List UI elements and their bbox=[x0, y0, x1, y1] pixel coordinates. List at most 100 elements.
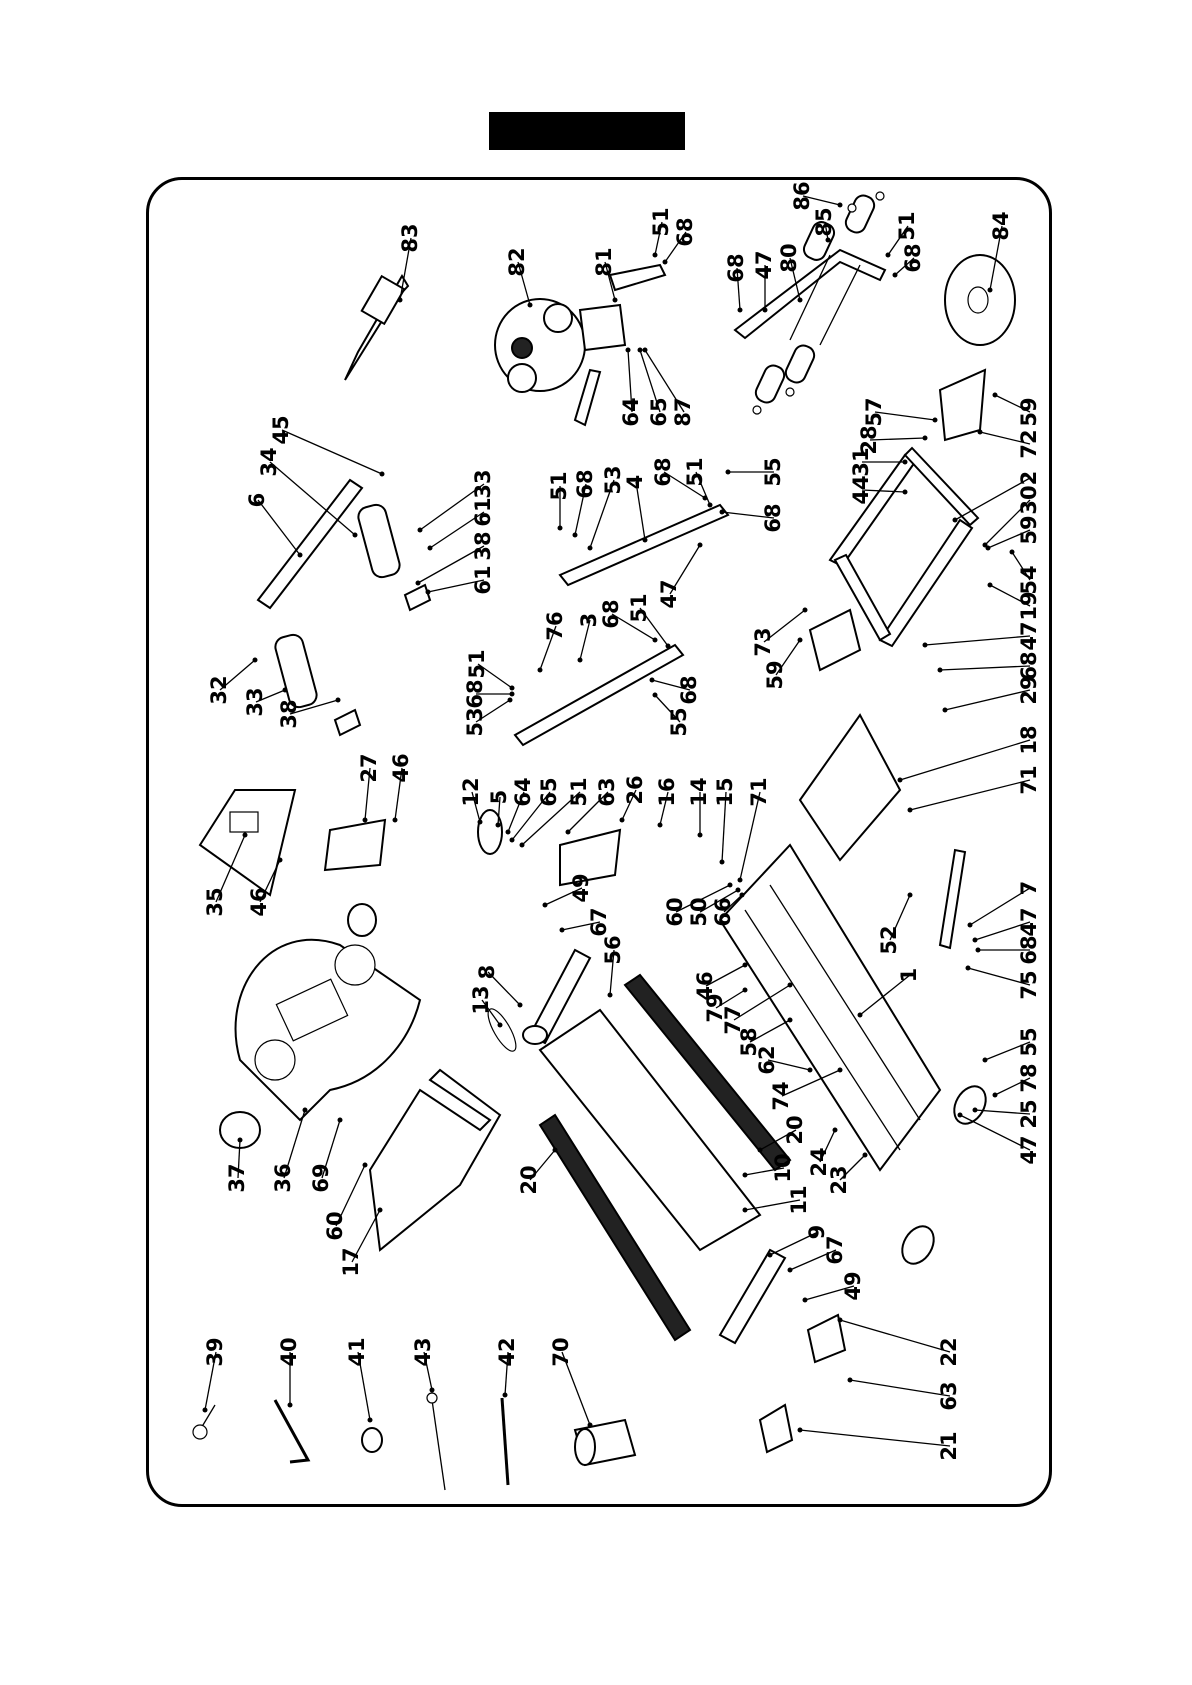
leader-line-38 bbox=[289, 699, 339, 715]
leader-line-68 bbox=[939, 665, 1031, 671]
part-label-32: 32 bbox=[207, 675, 231, 704]
part-label-68: 68 bbox=[901, 243, 925, 272]
leader-end-68 bbox=[737, 307, 743, 313]
leader-end-1 bbox=[857, 1012, 863, 1018]
part-label-60: 60 bbox=[663, 897, 687, 926]
leader-end-80 bbox=[797, 297, 803, 303]
leader-line-47 bbox=[959, 1114, 1031, 1151]
leader-end-58 bbox=[787, 1017, 793, 1023]
leader-line-68 bbox=[611, 613, 656, 641]
part-label-29: 29 bbox=[1017, 675, 1041, 704]
leader-line-86 bbox=[802, 195, 841, 206]
leader-end-24 bbox=[832, 1127, 838, 1133]
leader-end-26 bbox=[619, 817, 625, 823]
part-label-47: 47 bbox=[1017, 907, 1041, 936]
leader-end-84 bbox=[987, 287, 993, 293]
leader-end-83 bbox=[397, 297, 403, 303]
leader-line-36 bbox=[283, 1109, 306, 1179]
leader-end-68 bbox=[509, 691, 515, 697]
leader-end-12 bbox=[477, 819, 483, 825]
part-label-68: 68 bbox=[673, 217, 697, 246]
leader-end-21 bbox=[797, 1427, 803, 1433]
part-label-72: 72 bbox=[1017, 429, 1041, 458]
leader-end-18 bbox=[897, 777, 903, 783]
leader-end-75 bbox=[965, 965, 971, 971]
main-frame-1 bbox=[718, 843, 942, 1172]
part-label-51: 51 bbox=[895, 211, 919, 240]
belt-20b bbox=[538, 1113, 692, 1342]
part-label-53: 53 bbox=[601, 465, 625, 494]
motor-hood-17 bbox=[368, 1068, 502, 1252]
leader-end-15 bbox=[719, 859, 725, 865]
wrench-39 bbox=[192, 1404, 216, 1440]
part-label-73: 73 bbox=[751, 627, 775, 656]
leader-end-77 bbox=[787, 982, 793, 988]
part-label-49: 49 bbox=[569, 873, 593, 902]
part-label-23: 23 bbox=[827, 1165, 851, 1194]
leader-end-68 bbox=[892, 272, 898, 278]
leader-end-47 bbox=[922, 642, 928, 648]
part-label-36: 36 bbox=[271, 1163, 295, 1192]
part-label-70: 70 bbox=[549, 1337, 573, 1366]
leader-line-75 bbox=[967, 967, 1031, 986]
part-label-37: 37 bbox=[225, 1163, 249, 1192]
part-label-42: 42 bbox=[495, 1337, 519, 1366]
part-label-1: 1 bbox=[897, 968, 921, 983]
leader-end-40 bbox=[287, 1402, 293, 1408]
leader-line-57 bbox=[874, 411, 936, 421]
part-label-49: 49 bbox=[841, 1271, 865, 1300]
leader-end-34 bbox=[352, 532, 358, 538]
leader-end-65 bbox=[637, 347, 643, 353]
part-label-55: 55 bbox=[1017, 1027, 1041, 1056]
leader-line-64 bbox=[507, 791, 525, 833]
leader-line-26 bbox=[621, 789, 637, 821]
part-label-22: 22 bbox=[937, 1337, 961, 1366]
part-label-54: 54 bbox=[1017, 565, 1041, 594]
leader-end-19 bbox=[987, 582, 993, 588]
leader-end-51 bbox=[519, 842, 525, 848]
leader-end-55 bbox=[982, 1057, 988, 1063]
leader-line-67 bbox=[561, 921, 601, 931]
leader-end-56 bbox=[607, 992, 613, 998]
leader-line-2 bbox=[954, 477, 1031, 521]
part-label-7: 7 bbox=[1017, 881, 1041, 896]
leader-end-51 bbox=[665, 643, 671, 649]
leader-end-86 bbox=[837, 202, 843, 208]
leader-line-51 bbox=[639, 607, 669, 647]
part-label-63: 63 bbox=[937, 1381, 961, 1410]
part-label-83: 83 bbox=[398, 223, 422, 252]
leader-end-7 bbox=[967, 922, 973, 928]
leader-line-72 bbox=[979, 431, 1031, 445]
part-label-27: 27 bbox=[357, 753, 381, 782]
leader-end-64 bbox=[625, 347, 631, 353]
leader-line-38 bbox=[417, 545, 485, 584]
leader-end-73 bbox=[802, 607, 808, 613]
leader-line-85 bbox=[824, 221, 829, 241]
leader-line-55 bbox=[654, 694, 681, 723]
leader-end-71 bbox=[907, 807, 913, 813]
part-label-47: 47 bbox=[1017, 1135, 1041, 1164]
leader-end-55 bbox=[652, 692, 658, 698]
part-label-68: 68 bbox=[463, 679, 487, 708]
leader-end-25 bbox=[972, 1107, 978, 1113]
part-label-21: 21 bbox=[937, 1431, 961, 1460]
leader-end-5 bbox=[495, 822, 501, 828]
part-label-16: 16 bbox=[655, 777, 679, 806]
leader-line-51 bbox=[477, 663, 513, 689]
leader-end-54 bbox=[1009, 549, 1015, 555]
side-rail-3 bbox=[513, 643, 685, 747]
leader-end-4 bbox=[642, 537, 648, 543]
leader-line-5 bbox=[497, 796, 501, 826]
part-label-20: 20 bbox=[517, 1165, 541, 1194]
leader-end-64 bbox=[505, 829, 511, 835]
part-label-71: 71 bbox=[1017, 765, 1041, 794]
part-label-51: 51 bbox=[627, 593, 651, 622]
leader-end-52 bbox=[907, 892, 913, 898]
part-label-53: 53 bbox=[463, 707, 487, 736]
leader-end-60 bbox=[362, 1162, 368, 1168]
leader-line-51 bbox=[887, 225, 909, 256]
leader-line-80 bbox=[789, 257, 801, 301]
leader-line-20 bbox=[529, 1149, 556, 1181]
leader-line-83 bbox=[399, 237, 412, 301]
leader-lines bbox=[202, 195, 1031, 1447]
